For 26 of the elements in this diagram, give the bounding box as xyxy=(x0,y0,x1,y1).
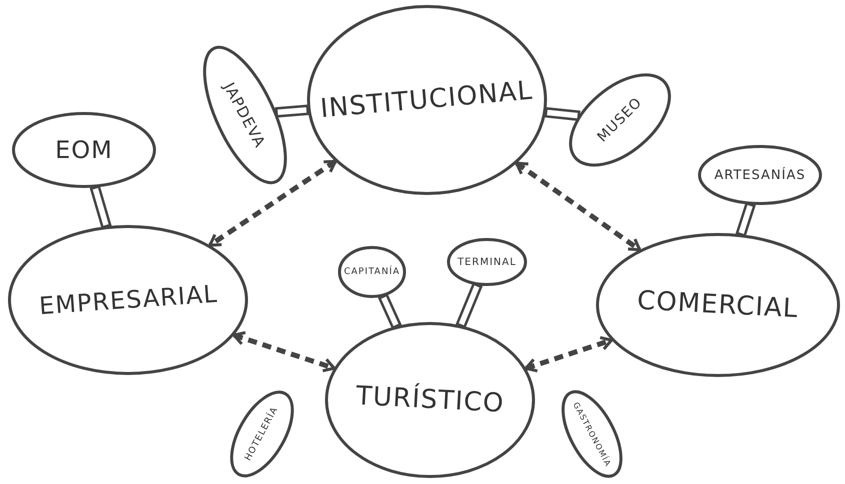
double-line-connector xyxy=(455,282,483,329)
dashed-arrow xyxy=(515,161,642,252)
ellipse-node xyxy=(307,5,547,195)
ellipse-node xyxy=(325,322,535,478)
node-label: INSTITUCIONAL xyxy=(320,76,534,124)
node-label: TERMINAL xyxy=(458,256,516,268)
dashed-arrow xyxy=(524,336,613,372)
ellipse-node xyxy=(8,225,248,375)
ellipse-node xyxy=(447,238,527,286)
dashed-arrow xyxy=(232,331,336,372)
ellipse-node xyxy=(596,233,840,377)
node-label: ARTESANÍAS xyxy=(714,168,806,182)
node-label: CAPITANÍA xyxy=(344,267,400,277)
ellipse-node xyxy=(338,246,406,298)
double-line-connector xyxy=(90,184,112,229)
dashed-arrow xyxy=(208,159,337,248)
double-line-connector xyxy=(735,202,756,238)
ellipse-node xyxy=(12,112,156,188)
node-label: TURÍSTICO xyxy=(355,381,505,419)
double-line-connector xyxy=(544,106,581,122)
node-label: COMERCIAL xyxy=(636,286,800,324)
double-line-connector xyxy=(274,104,310,118)
node-label: EOM xyxy=(55,136,113,164)
node-label: EMPRESARIAL xyxy=(38,280,218,320)
double-line-connector xyxy=(378,293,402,330)
ellipse-node xyxy=(698,145,822,205)
